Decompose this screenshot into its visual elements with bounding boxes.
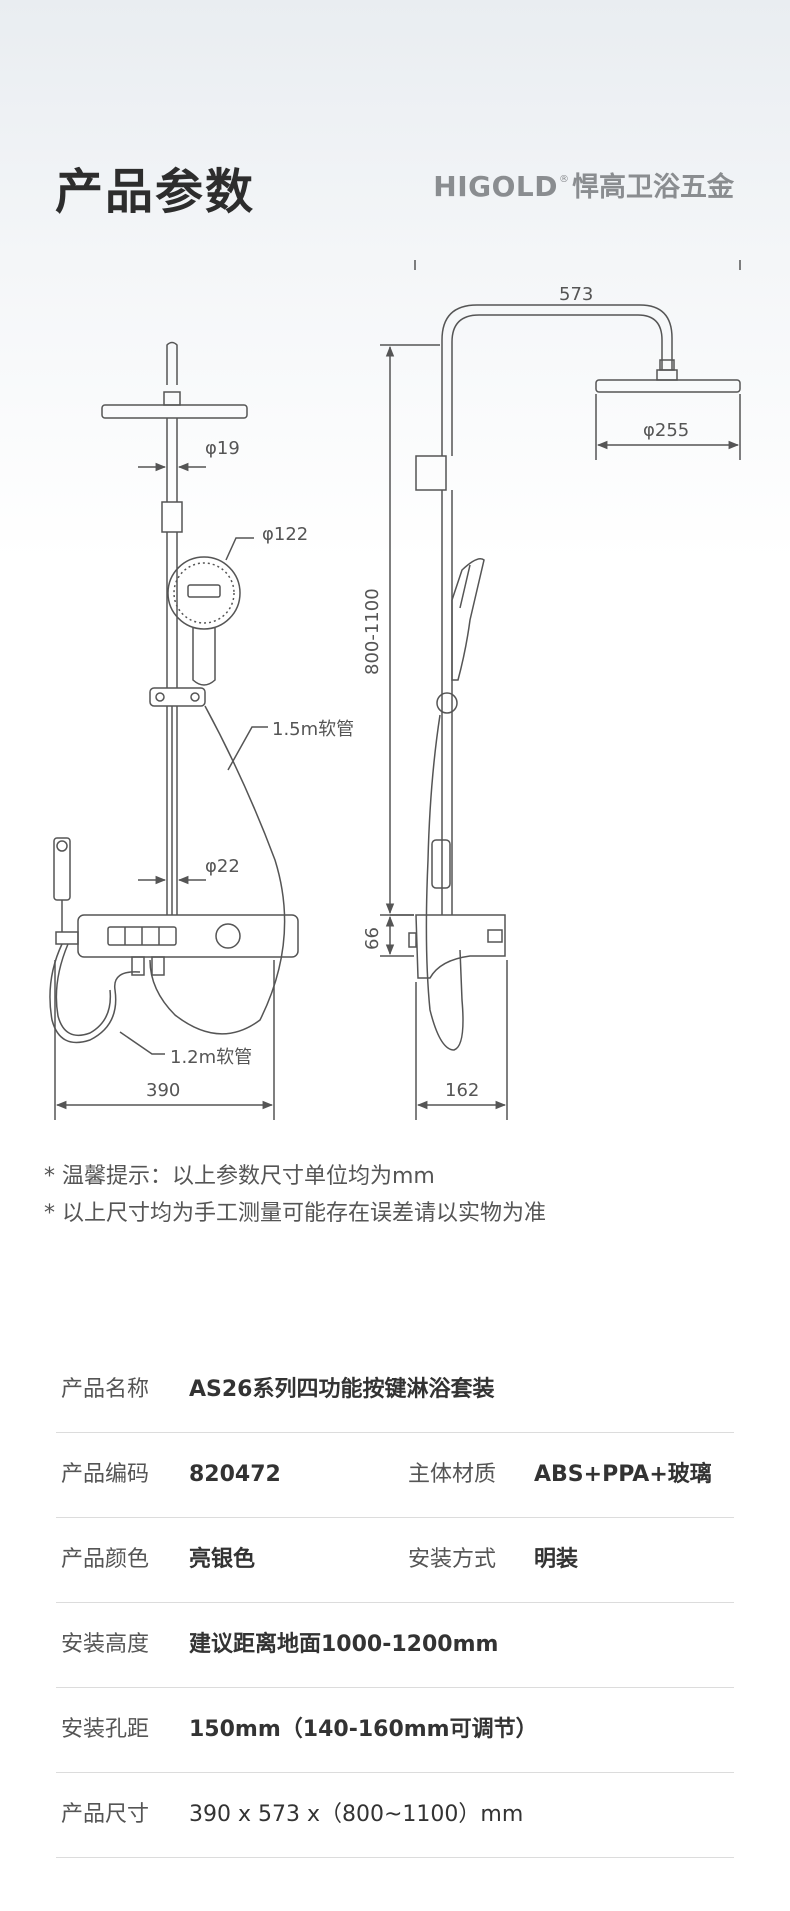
dim-arm-length: 573 [559, 284, 594, 305]
front-view [49, 341, 299, 1120]
brand-name-en: HIGOLD [433, 170, 558, 203]
spec-label: 产品颜色 [61, 1547, 150, 1572]
page-title: 产品参数 [55, 164, 256, 220]
dim-depth: 162 [445, 1080, 480, 1101]
dim-handshower-diameter: φ122 [262, 524, 309, 545]
dim-short-hose: 1.2m软管 [170, 1047, 253, 1068]
dim-width: 390 [146, 1080, 181, 1101]
spec-label: 安装方式 [408, 1547, 497, 1572]
spec-value: 亮银色 [189, 1547, 256, 1572]
spec-label: 产品名称 [61, 1377, 150, 1402]
spec-row-install-height: 安装高度 建议距离地面1000-1200mm [56, 1603, 734, 1688]
measurement-notes: * 温馨提示：以上参数尺寸单位均为mm * 以上尺寸均为手工测量可能存在误差请以… [44, 1158, 546, 1232]
note-error: * 以上尺寸均为手工测量可能存在误差请以实物为准 [44, 1201, 546, 1226]
spec-value: 390 x 573 x（800~1100）mm [189, 1802, 524, 1827]
spec-row-color-install: 产品颜色 亮银色 安装方式 明装 [56, 1518, 734, 1603]
spec-label: 产品编码 [61, 1462, 150, 1487]
spec-value: 明装 [534, 1547, 579, 1572]
spec-table: 产品名称 AS26系列四功能按键淋浴套装 产品编码 820472 主体材质 AB… [56, 1348, 734, 1858]
dim-body-diameter: φ22 [205, 856, 240, 877]
spec-value: 建议距离地面1000-1200mm [189, 1632, 499, 1657]
dim-long-hose: 1.5m软管 [272, 719, 355, 740]
spec-label: 安装孔距 [61, 1717, 150, 1742]
dim-mixer-height: 66 [362, 927, 383, 950]
spec-row-size: 产品尺寸 390 x 573 x（800~1100）mm [56, 1773, 734, 1858]
dimension-drawing: φ19 φ122 1.5m软管 φ22 1.2m软管 390 573 φ255 … [0, 260, 790, 1140]
spec-row-code-material: 产品编码 820472 主体材质 ABS+PPA+玻璃 [56, 1433, 734, 1518]
spec-value: AS26系列四功能按键淋浴套装 [189, 1377, 495, 1402]
brand-logo: HIGOLD ® 悍高卫浴五金 [433, 165, 734, 204]
spec-label: 主体材质 [408, 1462, 497, 1487]
spec-row-name: 产品名称 AS26系列四功能按键淋浴套装 [56, 1348, 734, 1433]
spec-value: 150mm（140-160mm可调节） [189, 1717, 538, 1742]
header: 产品参数 HIGOLD ® 悍高卫浴五金 [0, 0, 790, 260]
dim-head-diameter: φ255 [643, 420, 690, 441]
note-units: * 温馨提示：以上参数尺寸单位均为mm [44, 1164, 435, 1189]
registered-mark: ® [559, 174, 569, 185]
spec-label: 安装高度 [61, 1632, 150, 1657]
spec-row-hole-distance: 安装孔距 150mm（140-160mm可调节） [56, 1688, 734, 1773]
dim-height-range: 800-1100 [362, 588, 383, 675]
spec-label: 产品尺寸 [61, 1802, 150, 1827]
side-view [380, 260, 741, 1120]
spec-value: 820472 [189, 1462, 281, 1487]
product-line-drawing [49, 260, 741, 1120]
brand-name-cn: 悍高卫浴五金 [572, 172, 734, 203]
spec-value: ABS+PPA+玻璃 [534, 1462, 712, 1487]
dim-rod-diameter: φ19 [205, 438, 240, 459]
